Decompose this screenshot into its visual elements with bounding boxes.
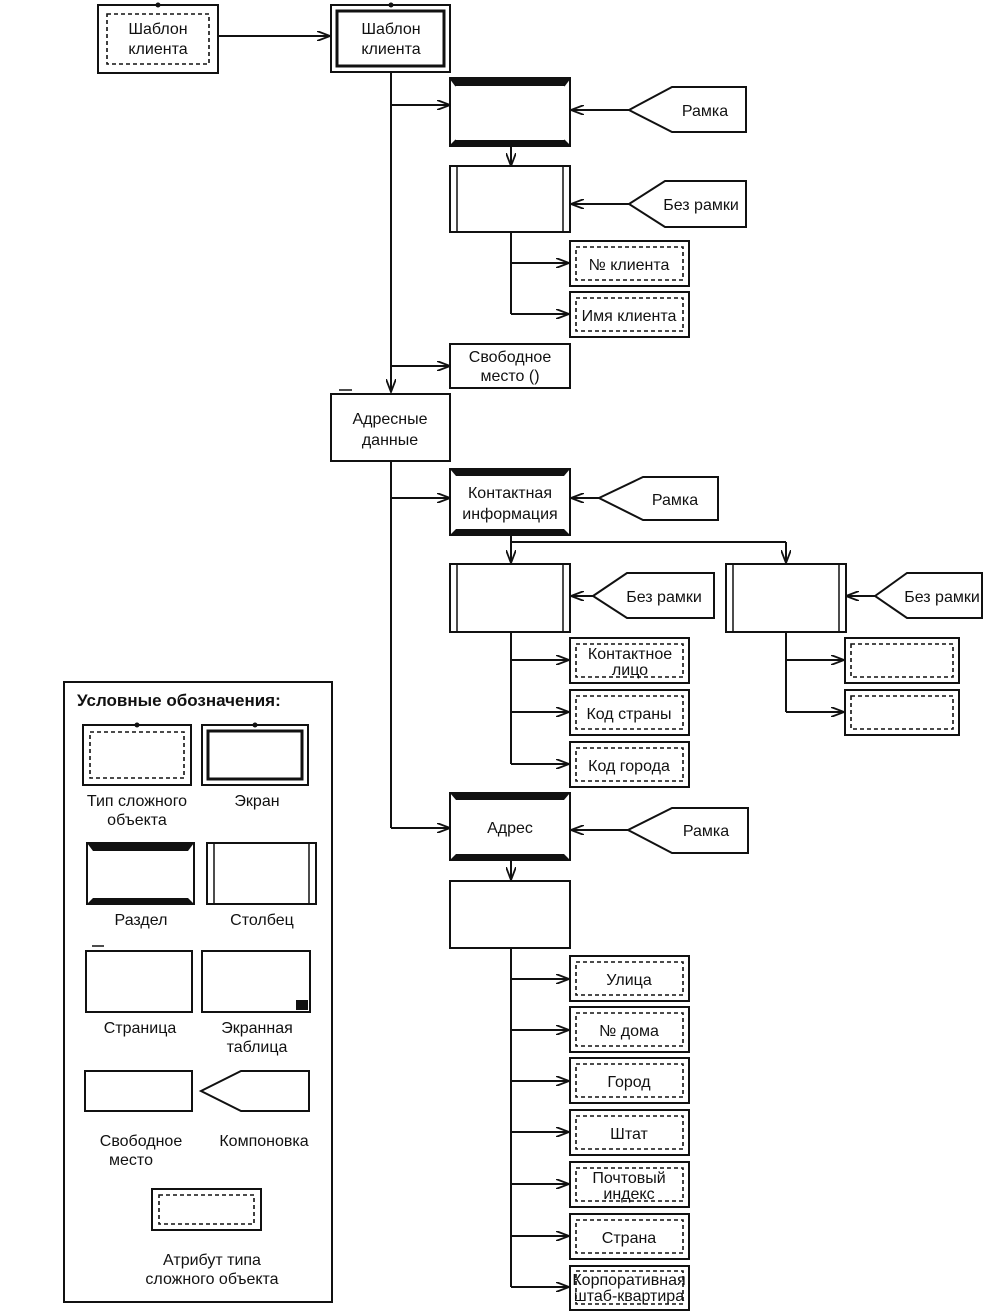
attr-city-code-label: Код города	[588, 758, 670, 775]
legend-screen-table-line2: таблица	[227, 1039, 288, 1056]
legend-section: Раздел	[86, 842, 195, 929]
node-free-space-line2: место ()	[480, 368, 539, 385]
attr-customer-name: Имя клиента	[569, 291, 690, 338]
attr-state: Штат	[569, 1109, 690, 1156]
layout-no-frame3: Без рамки	[873, 572, 983, 619]
node-template-screen-line2: клиента	[361, 41, 420, 58]
legend-complex-type: Тип сложного объекта	[82, 722, 192, 829]
legend-complex-type-line1: Тип сложного	[87, 793, 187, 810]
attr-postal-code-line2: индекс	[603, 1186, 654, 1203]
attr-postal-code-line1: Почтовый	[592, 1170, 665, 1187]
legend-screen-table-line1: Экранная	[221, 1020, 293, 1037]
layout-no-frame2: Без рамки	[591, 572, 715, 619]
attr-empty-1	[844, 637, 960, 684]
layout-no-frame3-label: Без рамки	[904, 589, 980, 606]
attr-city: Город	[569, 1057, 690, 1104]
attr-state-label: Штат	[610, 1126, 648, 1143]
layout-frame3: Рамка	[625, 807, 749, 854]
legend-title: Условные обозначения:	[77, 691, 281, 710]
layout-no-frame2-label: Без рамки	[626, 589, 702, 606]
layout-frame1: Рамка	[626, 86, 747, 133]
layout-frame3-label: Рамка	[683, 823, 729, 840]
node-address-data-line1: Адресные	[352, 411, 427, 428]
legend-page-label: Страница	[104, 1020, 177, 1037]
attr-house-no: № дома	[569, 1006, 690, 1053]
legend-attribute: Атрибут типа сложного объекта	[145, 1188, 279, 1288]
connectors	[218, 36, 875, 1287]
attr-contact-person: Контактное лицо	[569, 637, 690, 684]
node-free-space: Свободное место ()	[449, 343, 571, 389]
attr-postal-code: Почтовый индекс	[569, 1161, 690, 1208]
node-contact-info-line2: информация	[462, 506, 557, 523]
node-address-label: Адрес	[487, 820, 533, 837]
attr-city-code: Код города	[569, 741, 690, 788]
node-section1	[449, 77, 571, 147]
node-address: Адрес	[449, 792, 571, 861]
legend-screen: Экран	[201, 722, 309, 810]
legend-screen-table: Экранная таблица	[201, 950, 311, 1056]
node-template-screen: Шаблон клиента	[330, 2, 451, 73]
attr-corporate-hq: Корпоративная штаб-квартира	[569, 1265, 690, 1311]
legend-column: Столбец	[206, 842, 317, 929]
legend-section-label: Раздел	[115, 912, 168, 929]
attr-country-code: Код страны	[569, 689, 690, 736]
attr-customer-no: № клиента	[569, 240, 690, 287]
attr-contact-person-line2: лицо	[612, 662, 648, 679]
node-template-left-line2: клиента	[128, 41, 187, 58]
attr-street: Улица	[569, 955, 690, 1002]
attr-corporate-hq-line1: Корпоративная	[572, 1272, 685, 1289]
node-column1	[449, 165, 571, 233]
layout-no-frame1-label: Без рамки	[663, 197, 739, 214]
attr-street-label: Улица	[606, 972, 652, 989]
attr-customer-name-label: Имя клиента	[582, 308, 677, 325]
legend-free-space-line1: Свободное	[100, 1133, 183, 1150]
legend-attribute-line2: сложного объекта	[145, 1271, 278, 1288]
legend-layout: Компоновка	[198, 1070, 310, 1150]
attr-house-no-label: № дома	[599, 1023, 659, 1040]
legend-page: Страница	[85, 945, 193, 1037]
node-address-data: Адресные данные	[330, 389, 451, 462]
attr-empty-2	[844, 689, 960, 736]
node-address-data-line2: данные	[362, 432, 418, 449]
legend-free-space: Свободное место	[84, 1070, 193, 1169]
attr-contact-person-line1: Контактное	[588, 646, 672, 663]
legend-layout-label: Компоновка	[219, 1133, 308, 1150]
node-free-space-line1: Свободное	[469, 349, 552, 366]
attr-country-label: Страна	[602, 1230, 657, 1247]
legend-complex-type-line2: объекта	[107, 812, 167, 829]
node-contact-info-line1: Контактная	[468, 485, 552, 502]
layout-frame1-label: Рамка	[682, 103, 728, 120]
node-column3	[725, 563, 847, 633]
legend-column-label: Столбец	[230, 912, 294, 929]
layout-frame2-label: Рамка	[652, 492, 698, 509]
legend-free-space-line2: место	[109, 1152, 153, 1169]
attr-country-code-label: Код страны	[586, 706, 671, 723]
node-template-screen-line1: Шаблон	[361, 21, 420, 38]
attr-corporate-hq-line2: штаб-квартира	[574, 1288, 684, 1305]
legend-screen-label: Экран	[234, 793, 279, 810]
node-contact-info: Контактная информация	[449, 468, 571, 536]
legend-attribute-line1: Атрибут типа	[163, 1252, 261, 1269]
attr-city-label: Город	[607, 1074, 651, 1091]
layout-no-frame1: Без рамки	[627, 180, 747, 228]
node-column2	[449, 563, 571, 633]
layout-frame2: Рамка	[596, 476, 719, 521]
node-template-left-line1: Шаблон	[128, 21, 187, 38]
attr-country: Страна	[569, 1213, 690, 1260]
attr-customer-no-label: № клиента	[589, 257, 670, 274]
node-template-left: Шаблон клиента	[97, 2, 219, 74]
legend: Условные обозначения: Тип сложного объек…	[63, 681, 333, 1303]
node-address-body	[449, 880, 571, 949]
